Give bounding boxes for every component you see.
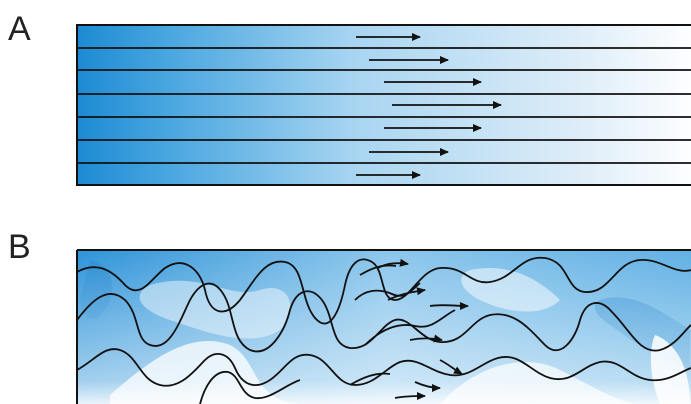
panel-label-a: A (8, 10, 31, 48)
turbulent-flow-panel (76, 249, 691, 404)
turbulent-arrows (377, 258, 469, 401)
turbulent-eddies (77, 250, 691, 404)
laminar-streamlines (77, 47, 691, 164)
velocity-arrows (356, 33, 502, 179)
laminar-channel (76, 24, 691, 186)
panel-label-b: B (8, 228, 31, 266)
laminar-flow-panel (76, 24, 691, 186)
